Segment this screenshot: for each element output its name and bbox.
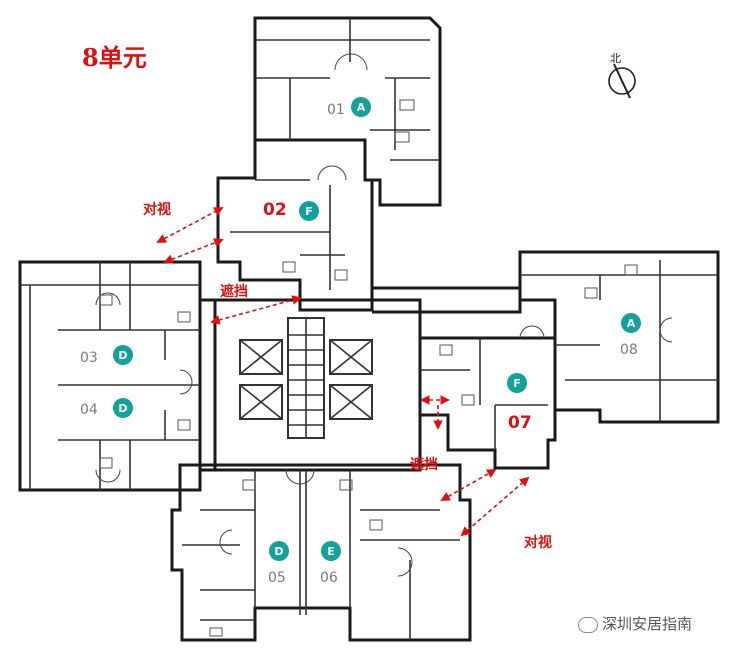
unit-type-07: F xyxy=(513,377,521,390)
wall-layer xyxy=(18,16,720,642)
arrow-face-to-face-bottom-b xyxy=(460,476,530,537)
unit-number-08: 08 xyxy=(620,342,638,358)
page-title: 8单元 xyxy=(82,43,147,72)
badge-circle-01 xyxy=(351,97,371,117)
badge-circle-02 xyxy=(299,201,319,221)
compass-label: 北 xyxy=(610,52,621,65)
sightline-arrows xyxy=(156,207,530,537)
partition-layer xyxy=(20,18,718,640)
watermark-text: 深圳安居指南 xyxy=(602,615,693,633)
annotation-face-to-face-bottom: 对视 xyxy=(524,535,552,551)
annotation-block-top: 遮挡 xyxy=(220,284,248,300)
unit-number-01: 01 xyxy=(327,102,345,118)
badge-circle-07 xyxy=(507,373,527,393)
north-compass-icon xyxy=(608,63,636,99)
badge-circle-04 xyxy=(113,398,133,418)
arrow-face-to-face-bottom-a xyxy=(440,469,497,501)
fixture-layer xyxy=(99,99,638,637)
unit-number-03: 03 xyxy=(80,350,98,366)
unit-number-04: 04 xyxy=(80,402,98,418)
unit-number-05: 05 xyxy=(268,570,286,586)
annotation-block-right: 遮挡 xyxy=(410,457,438,473)
unit-type-06: E xyxy=(327,545,335,558)
arrow-face-to-face-top-b xyxy=(163,238,224,264)
unit-number-06: 06 xyxy=(320,570,338,586)
unit-label-layer: 01 A 02 F 03 D 04 D 05 D 06 E 07 F 08 A … xyxy=(80,52,638,586)
unit-type-04: D xyxy=(118,402,127,415)
badge-circle-08 xyxy=(621,313,641,333)
unit-type-05: D xyxy=(274,545,283,558)
annotation-face-to-face-top: 对视 xyxy=(143,202,171,218)
badge-circle-03 xyxy=(113,345,133,365)
badge-layer xyxy=(113,97,641,561)
unit-type-08: A xyxy=(627,317,636,330)
wechat-icon xyxy=(578,616,598,633)
badge-circle-06 xyxy=(321,541,341,561)
unit-type-03: D xyxy=(118,349,127,362)
arrow-block-top xyxy=(210,295,302,325)
door-swing-layer xyxy=(95,53,673,577)
unit-type-01: A xyxy=(357,101,366,114)
unit-number-07: 07 xyxy=(508,413,532,433)
watermark: 深圳安居指南 xyxy=(578,613,692,634)
badge-circle-05 xyxy=(269,541,289,561)
unit-number-02: 02 xyxy=(263,200,287,220)
arrow-face-to-face-top-a xyxy=(156,207,224,243)
unit-type-02: F xyxy=(305,205,313,218)
